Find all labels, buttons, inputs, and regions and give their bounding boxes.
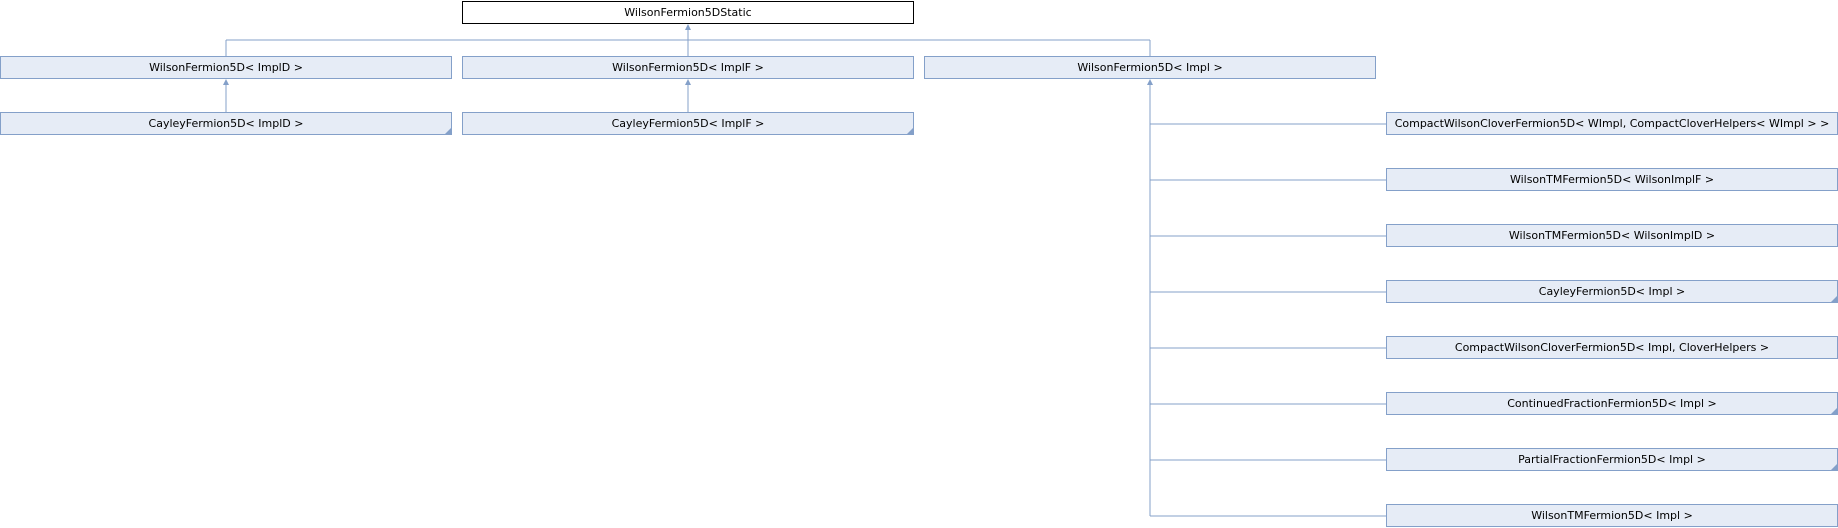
arrow-impl [1147,79,1153,85]
node-wilsonfermion5d-impld[interactable]: WilsonFermion5D< ImplD > [0,56,452,79]
node-label: ContinuedFractionFermion5D< Impl > [1507,397,1717,410]
node-wilsonfermion5d-implf[interactable]: WilsonFermion5D< ImplF > [462,56,914,79]
node-continuedfractionfermion5d-impl[interactable]: ContinuedFractionFermion5D< Impl > [1386,392,1838,415]
node-wilsontmfermion5d-wilsonimplf[interactable]: WilsonTMFermion5D< WilsonImplF > [1386,168,1838,191]
arrow-impld [223,79,229,85]
node-partialfractionfermion5d-impl[interactable]: PartialFractionFermion5D< Impl > [1386,448,1838,471]
node-label: CayleyFermion5D< ImplF > [611,117,765,130]
more-corner-icon [445,128,451,134]
node-label: WilsonFermion5D< ImplF > [612,61,764,74]
node-wilsontmfermion5d-impl[interactable]: WilsonTMFermion5D< Impl > [1386,504,1838,527]
node-label: CayleyFermion5D< Impl > [1538,285,1686,298]
arrow-implf [685,79,691,85]
node-label: WilsonFermion5D< Impl > [1077,61,1223,74]
node-label: CayleyFermion5D< ImplD > [148,117,304,130]
node-cayleyfermion5d-impld[interactable]: CayleyFermion5D< ImplD > [0,112,452,135]
arrow-root [685,24,691,30]
node-label: WilsonFermion5D< ImplD > [149,61,303,74]
node-label: WilsonTMFermion5D< WilsonImplD > [1508,229,1716,242]
node-wilsontmfermion5d-wilsonimpld[interactable]: WilsonTMFermion5D< WilsonImplD > [1386,224,1838,247]
node-wilsonfermion5d-impl[interactable]: WilsonFermion5D< Impl > [924,56,1376,79]
node-cayleyfermion5d-implf[interactable]: CayleyFermion5D< ImplF > [462,112,914,135]
node-wilsonfermion5dstatic: WilsonFermion5DStatic [462,1,914,24]
node-compactwilsoncloverfermion5d-wimpl[interactable]: CompactWilsonCloverFermion5D< WImpl, Com… [1386,112,1838,135]
node-label: CompactWilsonCloverFermion5D< WImpl, Com… [1394,117,1830,130]
more-corner-icon [1831,464,1837,470]
node-compactwilsoncloverfermion5d-impl[interactable]: CompactWilsonCloverFermion5D< Impl, Clov… [1386,336,1838,359]
node-label: WilsonTMFermion5D< Impl > [1531,509,1693,522]
node-label: PartialFractionFermion5D< Impl > [1518,453,1706,466]
node-cayleyfermion5d-impl[interactable]: CayleyFermion5D< Impl > [1386,280,1838,303]
node-label: CompactWilsonCloverFermion5D< Impl, Clov… [1454,341,1770,354]
more-corner-icon [1831,408,1837,414]
node-label: WilsonTMFermion5D< WilsonImplF > [1509,173,1715,186]
more-corner-icon [1831,296,1837,302]
more-corner-icon [907,128,913,134]
